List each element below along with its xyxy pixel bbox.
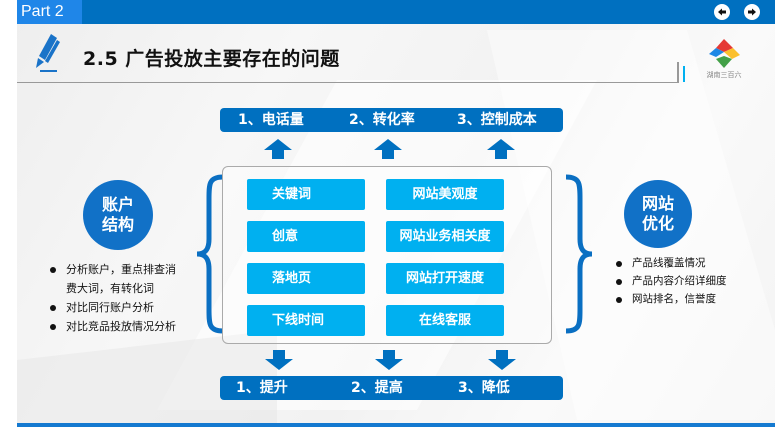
factor-cell[interactable]: 下线时间 (247, 305, 365, 336)
account-structure-badge: 账户结构 (83, 180, 153, 250)
bullet-item: 对比同行账户分析 (47, 298, 177, 317)
website-bullets: 产品线覆盖情况 产品内容介绍详细度 网站排名，信誉度 (613, 254, 763, 308)
top-result-item: 1、电话量 (238, 112, 304, 128)
factor-cell[interactable]: 网站美观度 (386, 179, 504, 210)
bottom-action-item: 3、降低 (458, 380, 510, 396)
arrow-up-icon (264, 139, 292, 159)
factor-cell[interactable]: 落地页 (247, 263, 365, 294)
account-bullets: 分析账户，重点排查消费大词，有转化词 对比同行账户分析 对比竞品投放情况分析 (47, 260, 177, 336)
bottom-action-item: 2、提高 (351, 380, 403, 396)
top-results-bar: 1、电话量 2、转化率 3、控制成本 (220, 108, 563, 132)
arrow-right-icon (748, 8, 756, 16)
arrow-up-icon (374, 139, 402, 159)
next-slide-button[interactable] (744, 4, 760, 20)
right-brace-icon (565, 174, 593, 334)
bullet-item: 分析账户，重点排查消费大词，有转化词 (47, 260, 177, 298)
bottom-action-item: 1、提升 (236, 380, 288, 396)
divider-tick (677, 62, 679, 83)
factor-cell[interactable]: 在线客服 (386, 305, 504, 336)
logo-mark-icon (709, 39, 740, 68)
website-optimization-badge: 网站优化 (624, 180, 692, 248)
badge-line: 结构 (101, 215, 134, 234)
page-title: 2.5 广告投放主要存在的问题 (83, 48, 340, 70)
factor-cell[interactable]: 网站业务相关度 (386, 221, 504, 252)
badge-line: 网站 (641, 194, 674, 213)
factor-cell[interactable]: 关键词 (247, 179, 365, 210)
top-result-item: 2、转化率 (349, 112, 415, 128)
slide: Part 2 2.5 广告投放主要存在的问题 湖南三百六 1、电话量 2、转化率… (17, 0, 775, 427)
badge-line: 优化 (641, 214, 674, 233)
bottom-border (17, 423, 775, 427)
factors-panel: 关键词 创意 落地页 下线时间 网站美观度 网站业务相关度 网站打开速度 在线客… (222, 166, 552, 344)
badge-line: 账户 (101, 195, 134, 214)
factor-cell[interactable]: 创意 (247, 221, 365, 252)
bullet-item: 产品线覆盖情况 (613, 254, 763, 272)
bottom-actions-bar: 1、提升 2、提高 3、降低 (220, 376, 563, 400)
left-brace-icon (196, 174, 224, 334)
arrow-left-icon (718, 8, 726, 16)
bullet-item: 网站排名，信誉度 (613, 290, 763, 308)
arrow-down-icon (265, 350, 293, 370)
factor-cell[interactable]: 网站打开速度 (386, 263, 504, 294)
logo-text: 湖南三百六 (706, 71, 742, 79)
company-logo: 湖南三百六 (702, 37, 746, 81)
part-label: Part 2 (17, 0, 82, 24)
arrow-down-icon (375, 350, 403, 370)
top-result-item: 3、控制成本 (457, 112, 537, 128)
prev-slide-button[interactable] (714, 4, 730, 20)
header-divider (17, 82, 677, 83)
bullet-item: 对比竞品投放情况分析 (47, 317, 177, 336)
arrow-down-icon (488, 350, 516, 370)
pencil-icon (36, 34, 60, 72)
bullet-item: 产品内容介绍详细度 (613, 272, 763, 290)
divider-accent (683, 66, 685, 82)
top-header-bar: Part 2 (17, 0, 775, 24)
arrow-up-icon (487, 139, 515, 159)
